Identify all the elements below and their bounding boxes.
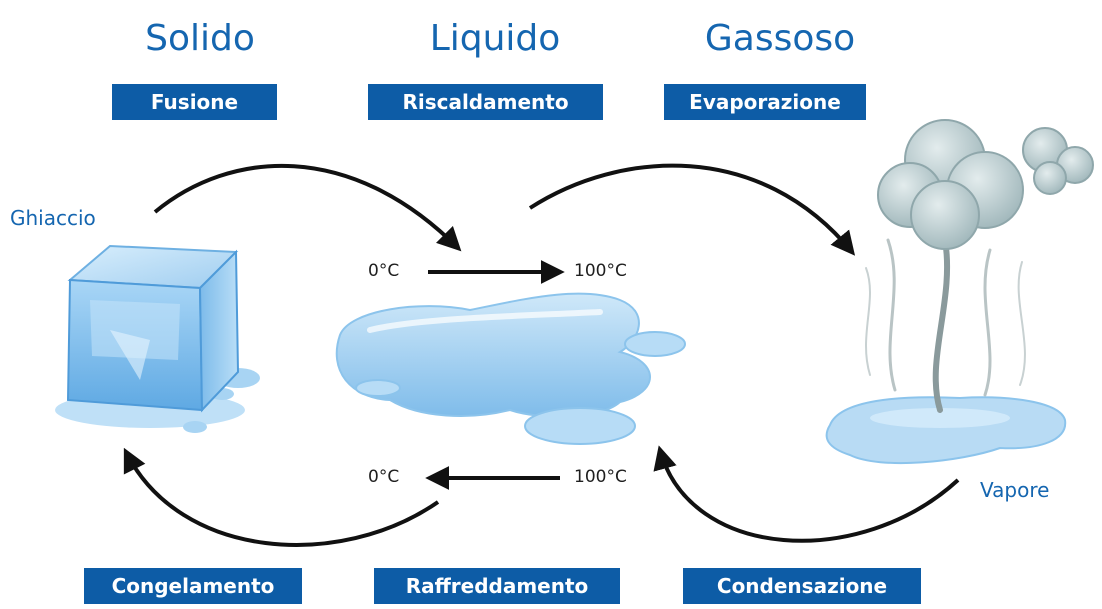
condensation-arrow (653, 445, 960, 543)
steam-cloud-icon (825, 119, 1094, 465)
label-evaporation: Evaporazione (664, 84, 866, 120)
label-freezing: Congelamento (84, 568, 302, 604)
ice-cube-icon (55, 244, 260, 433)
water-puddle-icon (335, 292, 686, 445)
label-condensation: Condensazione (683, 568, 921, 604)
heading-liquid: Liquido (429, 18, 561, 59)
label-cooling: Raffreddamento (374, 568, 620, 604)
fusion-arrow (153, 163, 462, 252)
heading-gas: Gassoso (704, 18, 856, 59)
freezing-arrow (123, 447, 440, 547)
temp-cooling-to: 0°C (368, 467, 400, 487)
evaporation-arrow (528, 163, 856, 256)
heading-solid: Solido (145, 18, 255, 59)
temp-cooling-from: 100°C (574, 467, 627, 487)
label-ice: Ghiaccio (10, 206, 96, 230)
label-vapor: Vapore (980, 478, 1050, 502)
label-heating: Riscaldamento (368, 84, 603, 120)
temp-heating-to: 100°C (574, 261, 627, 281)
label-fusion: Fusione (112, 84, 277, 120)
temp-heating-from: 0°C (368, 261, 400, 281)
